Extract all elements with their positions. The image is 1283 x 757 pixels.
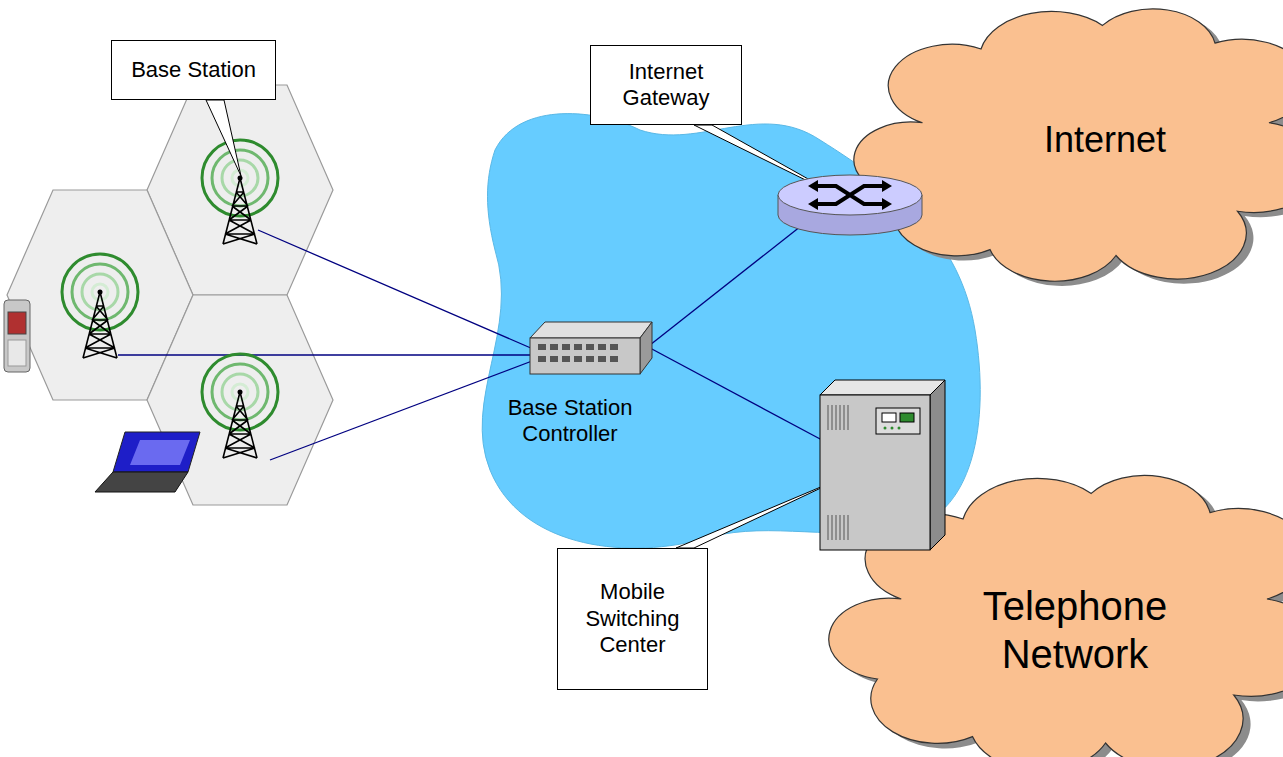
text-group: Base Station xyxy=(131,57,256,83)
base-station-tower xyxy=(202,354,278,458)
wires xyxy=(118,215,822,460)
internet-gateway-router xyxy=(778,175,922,235)
text-group: Mobile Switching Center xyxy=(573,579,693,658)
cell xyxy=(7,190,193,400)
network-name: Telephone Network xyxy=(925,582,1225,678)
cell xyxy=(147,295,333,505)
network-name: Internet xyxy=(985,118,1225,161)
callout-box: Mobile Switching Center xyxy=(557,548,708,690)
backhaul-link xyxy=(118,354,540,355)
backhaul-link xyxy=(270,358,540,460)
base-station-controller-icon xyxy=(530,322,652,374)
cloud-shape xyxy=(854,9,1283,281)
component-label: Base Station Controller xyxy=(460,395,680,448)
text-group: Internet Gateway xyxy=(601,59,731,112)
callout-box: Internet Gateway xyxy=(590,45,742,125)
backhaul-link xyxy=(258,230,540,352)
cloud-shape xyxy=(829,475,1283,757)
text-group: Telephone Network xyxy=(925,582,1225,678)
leader-line xyxy=(206,100,241,176)
callout-text: Base Station xyxy=(131,57,256,83)
leader-lines xyxy=(206,100,842,548)
leader-line xyxy=(694,125,842,198)
base-station-tower xyxy=(202,140,278,244)
text-group: Internet xyxy=(985,118,1225,161)
callout-text: Internet Gateway xyxy=(601,59,731,112)
mobile-switching-center-server xyxy=(820,380,945,550)
cell xyxy=(147,85,333,295)
leader-line xyxy=(676,478,842,548)
core-link xyxy=(650,348,822,440)
cell-hexagons xyxy=(7,85,333,505)
telephone-network-cloud: Telephone Network xyxy=(830,455,1283,757)
mobile-phone xyxy=(4,300,30,372)
callout-box: Base Station xyxy=(111,40,276,100)
base-station-tower xyxy=(62,254,138,358)
core-link xyxy=(650,215,815,345)
internet-cloud: Internet xyxy=(855,0,1283,285)
laptop xyxy=(95,432,200,492)
callout-text: Mobile Switching Center xyxy=(573,579,693,658)
